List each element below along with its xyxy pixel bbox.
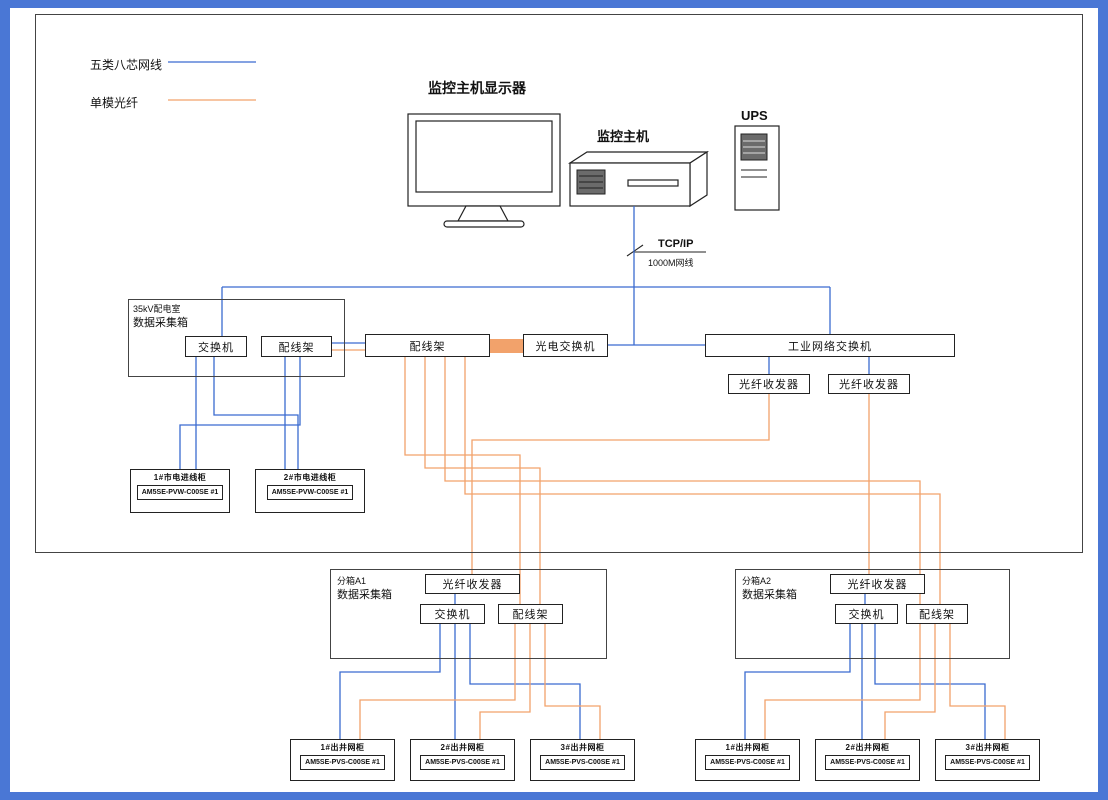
subbox2-name-label: 数据采集箱 xyxy=(742,589,797,601)
well-cabinet-left-3-title: 3#出井网柜 xyxy=(560,743,605,752)
well-cabinet-left-3: 3#出井网柜 AM5SE-PVS-C00SE #1 xyxy=(530,739,635,781)
mains-cabinet-1-title: 1#市电进线柜 xyxy=(153,473,207,482)
box1-patch-panel: 配线架 xyxy=(261,336,332,357)
mains-cabinet-2-model: AM5SE-PVW-C00SE #1 xyxy=(266,485,354,500)
subbox2-switch: 交换机 xyxy=(835,604,898,624)
fiber-transceiver-a: 光纤收发器 xyxy=(728,374,810,394)
tcpip-label: TCP/IP xyxy=(658,238,694,250)
subbox1-patch-panel: 配线架 xyxy=(498,604,563,624)
mains-cabinet-2-title: 2#市电进线柜 xyxy=(283,473,337,482)
well-cabinet-left-2-model: AM5SE-PVS-C00SE #1 xyxy=(420,755,505,770)
data-collection-subbox-1 xyxy=(330,569,607,659)
box1-switch: 交换机 xyxy=(185,336,247,357)
well-cabinet-left-1-title: 1#出井网柜 xyxy=(320,743,365,752)
substation-room-boundary xyxy=(35,14,1083,553)
mains-cabinet-1-model: AM5SE-PVW-C00SE #1 xyxy=(136,485,224,500)
subbox1-location-label: 分箱A1 xyxy=(337,576,367,586)
mains-cabinet-2: 2#市电进线柜 AM5SE-PVW-C00SE #1 xyxy=(255,469,365,513)
data-collection-box-1 xyxy=(128,299,345,377)
fiber-transceiver-b: 光纤收发器 xyxy=(828,374,910,394)
legend-cat5-label: 五类八芯网线 xyxy=(90,58,163,72)
box1-name-label: 数据采集箱 xyxy=(133,317,188,329)
subbox2-patch-panel: 配线架 xyxy=(906,604,968,624)
well-cabinet-right-1: 1#出井网柜 AM5SE-PVS-C00SE #1 xyxy=(695,739,800,781)
ups-title: UPS xyxy=(741,108,768,123)
box1-location-label: 35kV配电室 xyxy=(133,304,181,314)
industrial-network-switch: 工业网络交换机 xyxy=(705,334,955,357)
subbox2-fiber-transceiver: 光纤收发器 xyxy=(830,574,925,594)
well-cabinet-left-2: 2#出井网柜 AM5SE-PVS-C00SE #1 xyxy=(410,739,515,781)
well-cabinet-right-2-title: 2#出井网柜 xyxy=(845,743,890,752)
well-cabinet-left-2-title: 2#出井网柜 xyxy=(440,743,485,752)
subbox1-fiber-transceiver: 光纤收发器 xyxy=(425,574,520,594)
well-cabinet-right-2-model: AM5SE-PVS-C00SE #1 xyxy=(825,755,910,770)
well-cabinet-left-1-model: AM5SE-PVS-C00SE #1 xyxy=(300,755,385,770)
legend-fiber-label: 单模光纤 xyxy=(90,96,139,110)
mid-patch-panel: 配线架 xyxy=(365,334,490,357)
well-cabinet-right-1-title: 1#出井网柜 xyxy=(725,743,770,752)
subbox2-location-label: 分箱A2 xyxy=(742,576,772,586)
well-cabinet-right-3-title: 3#出井网柜 xyxy=(965,743,1010,752)
optical-electric-switch: 光电交换机 xyxy=(523,334,608,357)
well-cabinet-right-3: 3#出井网柜 AM5SE-PVS-C00SE #1 xyxy=(935,739,1040,781)
data-collection-subbox-2 xyxy=(735,569,1010,659)
well-cabinet-right-2: 2#出井网柜 AM5SE-PVS-C00SE #1 xyxy=(815,739,920,781)
cable-note-label: 1000M网线 xyxy=(648,258,694,268)
host-title: 监控主机 xyxy=(597,129,650,144)
well-cabinet-right-3-model: AM5SE-PVS-C00SE #1 xyxy=(945,755,1030,770)
well-cabinet-left-1: 1#出井网柜 AM5SE-PVS-C00SE #1 xyxy=(290,739,395,781)
subbox1-name-label: 数据采集箱 xyxy=(337,589,392,601)
monitor-display-title: 监控主机显示器 xyxy=(428,80,526,96)
subbox1-switch: 交换机 xyxy=(420,604,485,624)
mains-cabinet-1: 1#市电进线柜 AM5SE-PVW-C00SE #1 xyxy=(130,469,230,513)
well-cabinet-left-3-model: AM5SE-PVS-C00SE #1 xyxy=(540,755,625,770)
well-cabinet-right-1-model: AM5SE-PVS-C00SE #1 xyxy=(705,755,790,770)
